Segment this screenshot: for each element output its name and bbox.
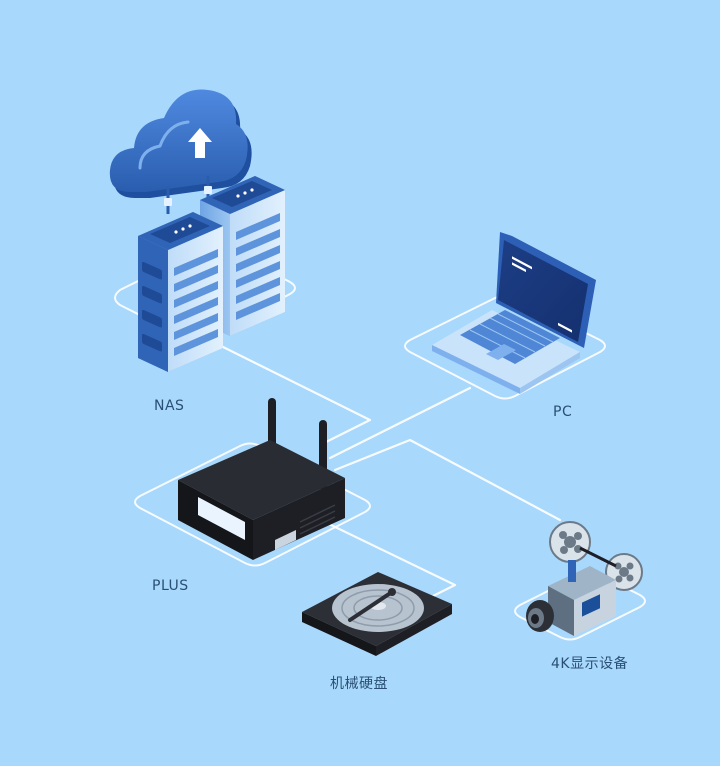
cloud-upload-icon <box>109 89 252 214</box>
plus-label: PLUS <box>152 578 189 594</box>
nas-label: NAS <box>154 398 185 414</box>
laptop-icon <box>432 232 596 394</box>
display-device-label: 4K显示设备 <box>551 656 629 672</box>
pc-label: PC <box>553 404 573 420</box>
projector-icon <box>526 521 643 636</box>
edge-plus-display <box>333 438 562 522</box>
nas-server-icon <box>138 176 285 372</box>
connection-lines <box>203 336 562 617</box>
edge-plus-pc <box>328 386 472 460</box>
plus-platform <box>134 442 371 567</box>
hard-disk-icon <box>302 572 452 656</box>
edge-plus-nas <box>203 336 372 447</box>
hard-disk-label: 机械硬盘 <box>330 676 388 692</box>
router-box-icon <box>178 398 345 560</box>
